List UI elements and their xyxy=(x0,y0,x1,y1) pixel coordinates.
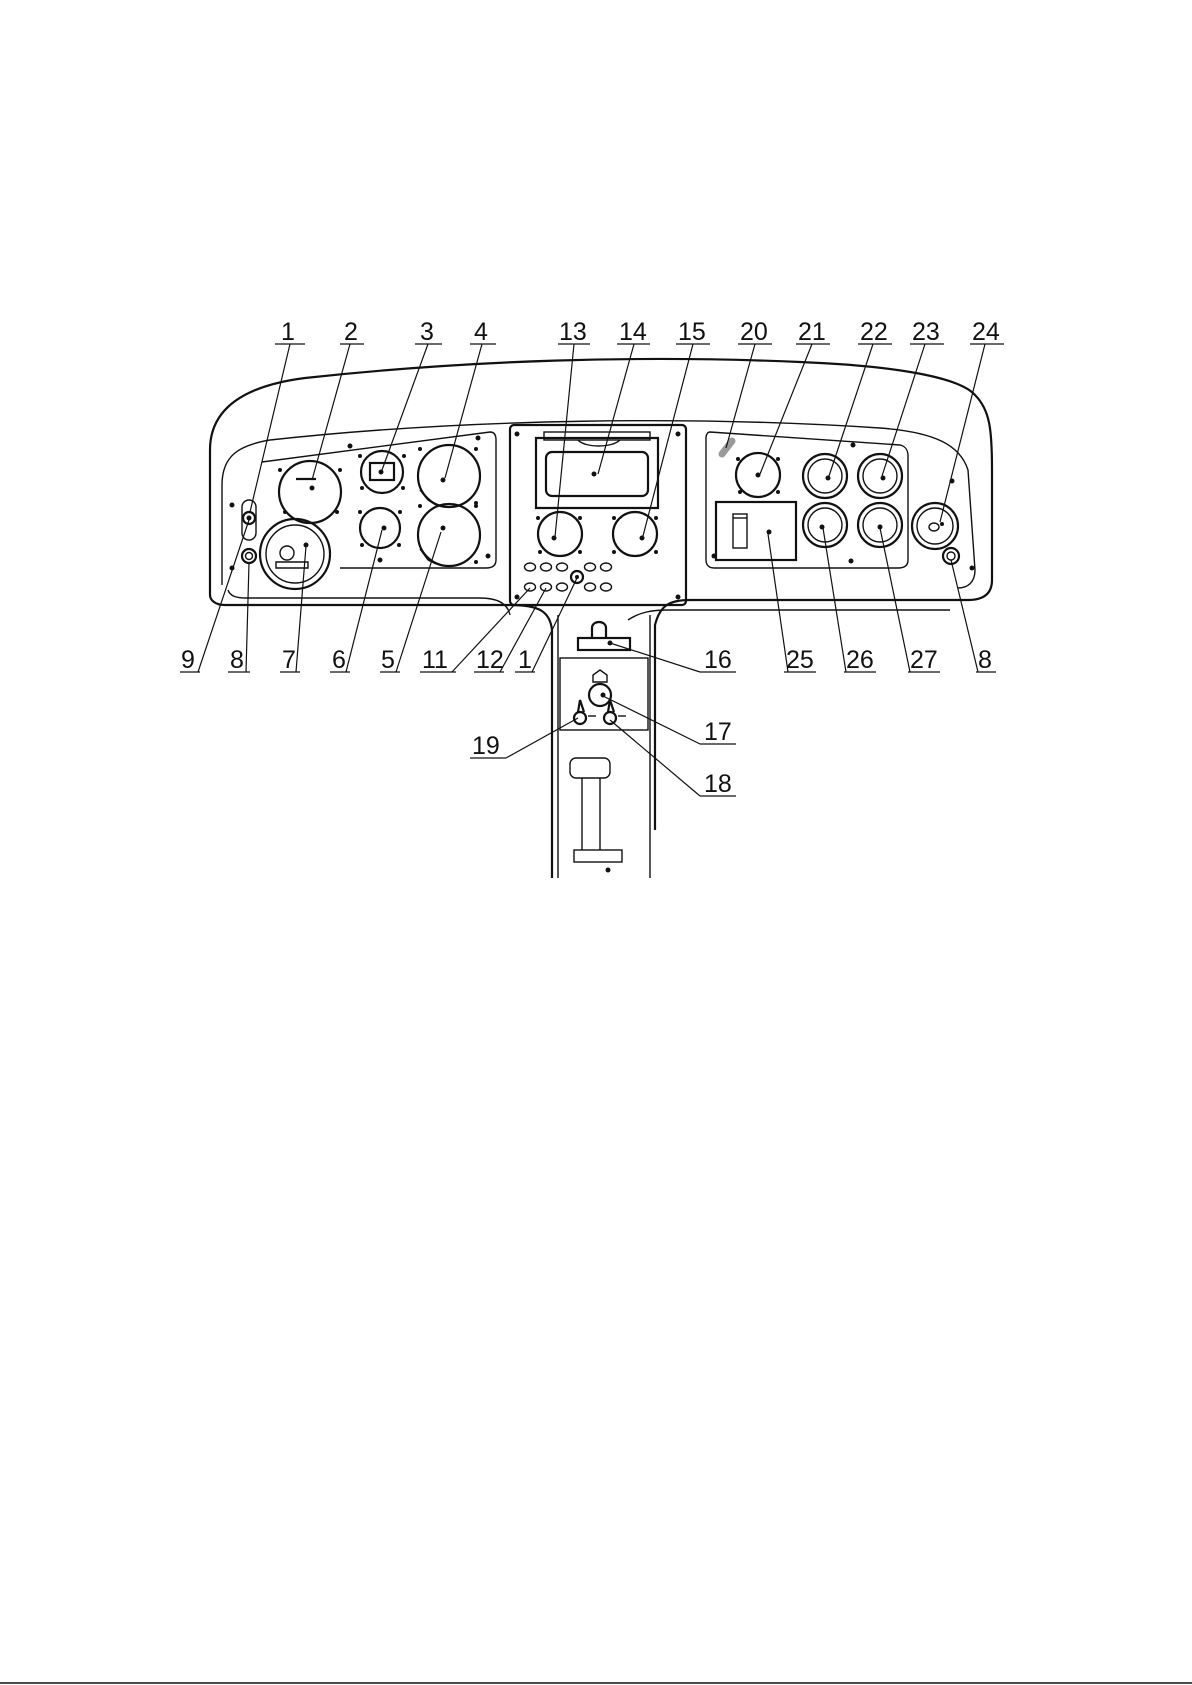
callout-label: 26 xyxy=(846,646,874,674)
gauge-24 xyxy=(912,503,958,549)
callout-label: 11 xyxy=(422,646,448,674)
callout-label: 6 xyxy=(332,646,346,674)
gauge-27 xyxy=(858,503,902,547)
gauge-15 xyxy=(612,512,658,556)
gauge-7 xyxy=(260,519,330,589)
callout-label: 7 xyxy=(282,646,296,674)
left-subpanel xyxy=(230,432,497,571)
callout-label: 17 xyxy=(704,718,732,746)
gauge-3 xyxy=(358,451,406,493)
gauge-23 xyxy=(858,454,902,498)
callout-label: 12 xyxy=(476,646,504,674)
callout-label: 19 xyxy=(472,732,500,760)
callout-label: 2 xyxy=(344,318,358,346)
lamp-buttons[interactable] xyxy=(525,563,612,591)
gauge-21 xyxy=(736,453,780,497)
gauge-6 xyxy=(358,508,402,548)
callout-label: 16 xyxy=(704,646,732,674)
display-14 xyxy=(536,432,658,508)
leader-lines xyxy=(180,344,1004,796)
gauge-13 xyxy=(536,512,582,556)
callout-label: 15 xyxy=(678,318,706,346)
gauge-4 xyxy=(418,445,480,507)
callout-label: 21 xyxy=(798,318,826,346)
callout-label: 13 xyxy=(559,318,587,346)
callout-label: 22 xyxy=(860,318,888,346)
callout-label: 5 xyxy=(381,646,395,674)
callout-label: 20 xyxy=(740,318,768,346)
gauge-5 xyxy=(418,504,480,566)
callout-label: 14 xyxy=(619,318,647,346)
callout-label: 1 xyxy=(281,318,295,346)
callout-label: 4 xyxy=(474,318,488,346)
callout-label: 8 xyxy=(230,646,244,674)
callout-label: 8 xyxy=(978,646,992,674)
callout-labels: 1 2 3 4 13 14 15 20 21 22 23 24 9 8 7 6 … xyxy=(181,318,1000,798)
unit-25 xyxy=(716,502,796,560)
callout-label: 3 xyxy=(420,318,434,346)
gauge-2 xyxy=(278,461,342,523)
panel-outline xyxy=(210,359,992,878)
callout-label: 9 xyxy=(181,646,195,674)
knob-left-icon[interactable] xyxy=(242,549,256,563)
callout-label: 23 xyxy=(912,318,940,346)
center-console xyxy=(560,622,648,873)
gauge-22 xyxy=(803,454,847,498)
callout-label: 25 xyxy=(786,646,814,674)
callout-label: 27 xyxy=(910,646,938,674)
callout-label: 24 xyxy=(972,318,1000,346)
callout-label: 18 xyxy=(704,770,732,798)
callout-label: 1 xyxy=(518,646,532,674)
rotary-control-17[interactable] xyxy=(589,670,611,706)
